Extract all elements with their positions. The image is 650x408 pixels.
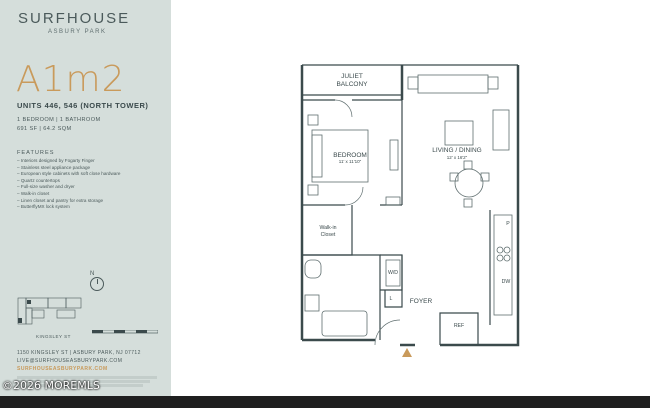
units-label: UNITS 446, 546 (NORTH TOWER) xyxy=(17,101,149,110)
feature-item: – European style cabinets with soft clos… xyxy=(17,171,121,177)
website-link[interactable]: SURFHOUSEASBURYPARK.COM xyxy=(17,366,108,372)
wd-label: W/D xyxy=(388,270,398,276)
pantry-label: P xyxy=(506,221,510,227)
feature-item: – Interiors designed by Fogarty Finger xyxy=(17,158,95,163)
brand-location: ASBURY PARK xyxy=(48,29,107,35)
info-panel: SURFHOUSE ASBURY PARK A1m2 UNITS 446, 54… xyxy=(0,0,171,396)
closet-label-1: Walk-in xyxy=(319,225,336,231)
features-heading: FEATURES xyxy=(17,150,55,156)
living-dims: 12' x 16'2" xyxy=(447,155,468,160)
address-line: 1150 KINGSLEY ST | ASBURY PARK, NJ 07712 xyxy=(17,350,141,356)
ref-label: REF xyxy=(454,323,464,329)
feature-item: – Full-size washer and dryer xyxy=(17,184,75,190)
linen-label: L xyxy=(390,296,393,302)
floor-plan: JULIET BALCONY BEDROOM 11' x 11'10" LIVI… xyxy=(300,64,520,357)
email-link[interactable]: LIVE@SURFHOUSEASBURYPARK.COM xyxy=(17,358,123,364)
compass-icon xyxy=(90,277,104,291)
watermark: ©2026 MOREMLS xyxy=(2,379,100,392)
feature-item: – Stainless steel appliance package xyxy=(17,164,91,170)
feature-item: – Quartz countertops xyxy=(17,177,60,183)
disclaimer-text xyxy=(17,376,157,387)
features-list: – Interiors designed by Fogarty Finger –… xyxy=(17,158,120,211)
living-label: LIVING / DINING xyxy=(432,147,481,154)
bottom-bar xyxy=(0,396,650,408)
size-label: 691 SF | 64.2 SQM xyxy=(17,126,72,132)
feature-item: – Walk-in closet xyxy=(17,190,50,196)
foyer-label: FOYER xyxy=(410,298,433,305)
dw-label: DW xyxy=(502,279,511,285)
feature-item: – Linen closet and pantry for extra stor… xyxy=(17,197,104,203)
scale-bar xyxy=(92,330,158,334)
balcony-label-2: BALCONY xyxy=(336,81,368,88)
bedroom-label: BEDROOM xyxy=(333,152,367,159)
key-map-street: KINGSLEY ST xyxy=(36,334,71,339)
rooms-label: 1 BEDROOM | 1 BATHROOM xyxy=(17,117,101,123)
key-map-image xyxy=(17,297,82,325)
balcony-label-1: JULIET xyxy=(341,73,363,80)
closet-label-2: Closet xyxy=(321,232,336,238)
brand-name: SURFHOUSE xyxy=(18,10,131,27)
feature-item: – ButterflyMX lock system xyxy=(17,204,70,210)
plan-title: A1m2 xyxy=(16,59,126,100)
bedroom-dims: 11' x 11'10" xyxy=(339,159,362,164)
entry-marker xyxy=(402,348,412,357)
compass-label: N xyxy=(90,271,95,277)
